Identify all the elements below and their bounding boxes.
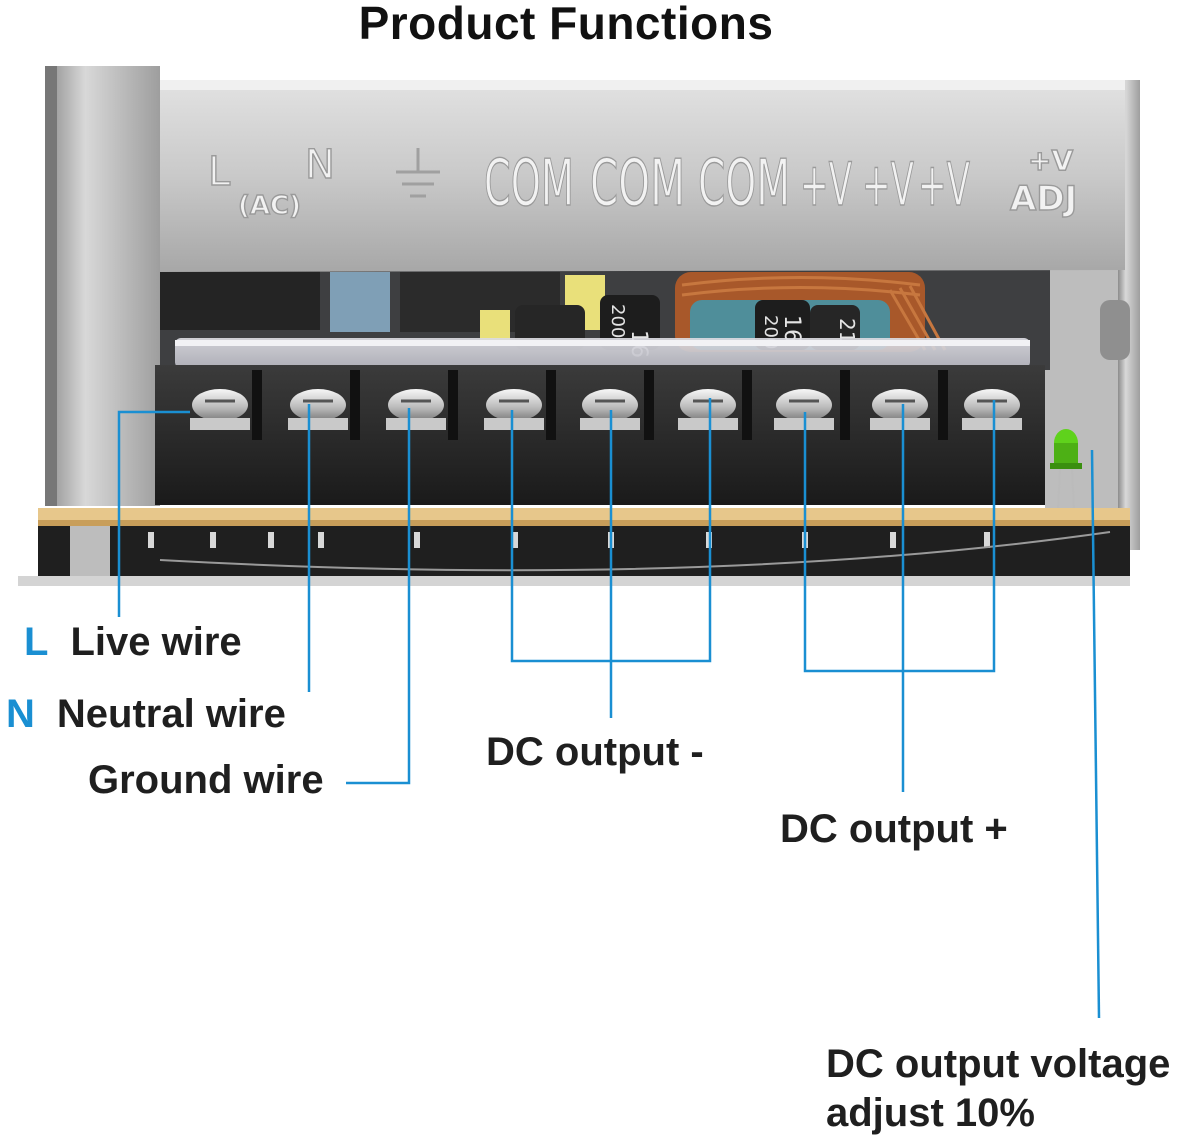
capacitor-1	[600, 295, 660, 350]
leader-ground	[346, 408, 411, 785]
right-bracket-tab	[1100, 300, 1130, 360]
screw-v-3	[962, 389, 1022, 430]
pcb-solder-side	[38, 526, 1130, 576]
plate-v-3: +V	[918, 150, 970, 220]
cap1b-label: 200	[607, 304, 628, 338]
chassis-base	[18, 576, 1130, 586]
leader-live	[117, 410, 190, 617]
callout-live-wire: L Live wire	[24, 622, 242, 662]
left-bracket-edge	[45, 66, 57, 506]
plate-adj-bottom: ADJ	[1010, 179, 1077, 219]
label-plate	[160, 80, 1125, 272]
ground-symbol-icon	[396, 148, 440, 198]
callout-adjust-line2: adjust 10%	[826, 1091, 1035, 1135]
screw-l	[190, 389, 250, 430]
terminal-dividers	[252, 370, 948, 440]
neutral-text: Neutral wire	[56, 692, 286, 736]
terminal-screws	[190, 389, 1022, 430]
pcb-board	[38, 508, 1130, 522]
screw-com-1	[484, 389, 544, 430]
plate-n: N	[305, 142, 335, 188]
plate-com-1: COM	[484, 147, 574, 221]
capacitor-3	[755, 300, 810, 350]
callout-neutral-wire: N Neutral wire	[6, 694, 286, 734]
screw-v-2	[870, 389, 930, 430]
leader-lines	[117, 398, 1101, 1019]
live-letter: L	[24, 620, 49, 664]
led-indicator	[1050, 429, 1082, 511]
neutral-letter: N	[6, 692, 35, 736]
screw-n	[288, 389, 348, 430]
callout-adjust-line1: DC output voltage	[826, 1042, 1171, 1086]
left-bracket	[45, 66, 160, 506]
callout-dc-output-minus: DC output -	[486, 730, 704, 774]
callout-ground-wire: Ground wire	[88, 758, 324, 802]
screw-com-3	[678, 389, 738, 430]
screw-com-2	[580, 389, 640, 430]
screw-ground	[386, 389, 446, 430]
plate-v-2: +V	[862, 150, 914, 220]
plate-l: L	[208, 149, 231, 195]
callout-dc-output-plus: DC output +	[780, 807, 1008, 851]
page-title: Product Functions	[358, 0, 774, 49]
leader-adjust	[1090, 449, 1101, 1019]
plate-v-1: +V	[800, 150, 852, 220]
plate-labels: L N (AC) COM COM COM +V +V +V +V ADJ	[207, 141, 1078, 221]
leader-v-bracket	[803, 400, 996, 673]
plate-com-2: COM	[590, 147, 685, 221]
live-text: Live wire	[70, 620, 242, 664]
plate-com-3: COM	[698, 147, 790, 221]
plate-ac: (AC)	[238, 191, 301, 221]
terminal-block	[155, 365, 1045, 505]
plate-adj-top: +V	[1028, 144, 1073, 177]
